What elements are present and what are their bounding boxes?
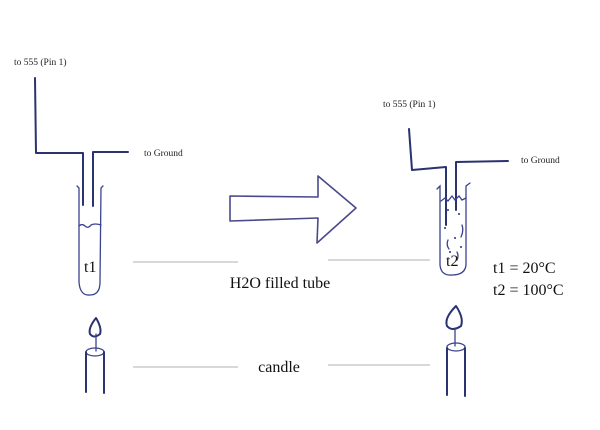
after-candle-top	[446, 342, 466, 352]
after-ground-label: to Ground	[521, 156, 560, 166]
before-ground-label: to Ground	[144, 149, 183, 159]
after-candle-body	[446, 347, 466, 397]
temperature-t1: t1 = 20°C	[493, 260, 556, 277]
candle-label: candle	[258, 359, 300, 376]
tube-label: H2O filled tube	[230, 275, 330, 292]
before-test-tube	[76, 185, 104, 296]
after-wire-to-555	[408, 128, 447, 226]
temperature-t2: t2 = 100°C	[493, 282, 564, 299]
before-water-line	[78, 223, 102, 228]
after-test-tube	[436, 182, 471, 276]
before-wire-label: to 555 (Pin 1)	[14, 57, 67, 68]
bubbles	[444, 209, 462, 253]
after-wire-label: to 555 (Pin 1)	[383, 99, 436, 110]
transition-arrow-icon	[229, 175, 357, 244]
after-flame-icon	[445, 305, 463, 330]
before-flame-icon	[88, 317, 102, 338]
before-wire-to-ground	[92, 151, 129, 207]
after-wire-to-ground	[455, 160, 509, 211]
after-tube-label: t2	[446, 253, 458, 270]
after-setup: to 555 (Pin 1) to Ground t2	[383, 99, 560, 397]
before-tube-label: t1	[84, 259, 96, 276]
before-candle-body	[85, 351, 105, 394]
before-wire-to-555	[34, 77, 84, 206]
after-bubble-trails	[446, 224, 464, 261]
after-boiling-surface	[440, 194, 467, 202]
before-setup: to 555 (Pin 1) to Ground t1	[14, 57, 183, 394]
before-candle-top	[85, 347, 105, 357]
